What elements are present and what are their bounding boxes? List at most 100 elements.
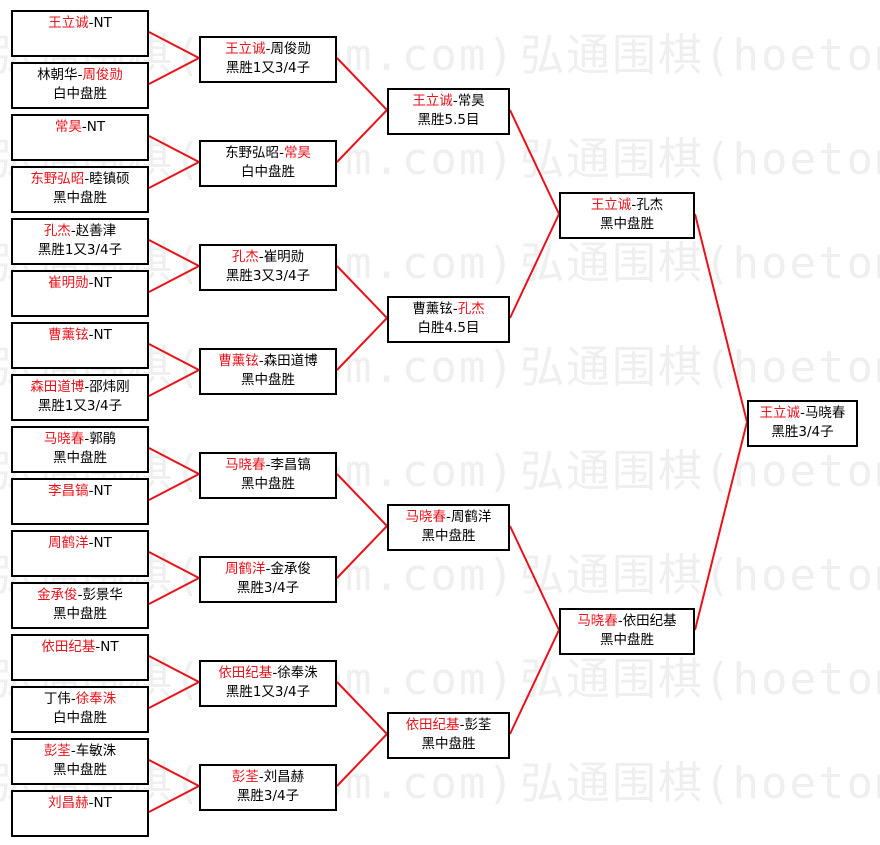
separator: - — [88, 483, 94, 499]
bracket-connector — [336, 317, 388, 371]
player-2: NT — [86, 119, 106, 135]
match-result: 黑中盘胜 — [421, 736, 476, 752]
player-2: 徐奉洙 — [75, 691, 117, 707]
player-1: 依田纪基 — [41, 639, 96, 655]
player-1: 马晓春 — [577, 613, 618, 629]
match-box: 马晓春-李昌镐黑中盘胜 — [199, 452, 337, 499]
player-2: NT — [93, 483, 112, 499]
separator: - — [84, 431, 90, 447]
separator: - — [265, 41, 271, 57]
separator: - — [81, 119, 87, 135]
match-result: 黑中盘胜 — [241, 372, 295, 388]
match-box: 刘昌赫-NT — [11, 790, 149, 837]
player-2: 彭景华 — [82, 587, 123, 603]
bracket-connector — [509, 525, 560, 631]
match-players: 孔杰-崔明勋 — [201, 248, 335, 267]
separator: - — [70, 223, 76, 239]
bracket-connector — [148, 681, 200, 709]
bracket-connector — [148, 577, 200, 605]
match-box: 崔明勋-NT — [11, 270, 149, 317]
match-box: 王立诚-孔杰黑中盘胜 — [559, 192, 695, 239]
player-2: 马晓春 — [804, 405, 846, 421]
player-2: 周俊勋 — [82, 67, 123, 83]
match-box: 彭荃-刘昌赫黑胜3/4子 — [199, 764, 337, 811]
match-box: 马晓春-郭鹃黑中盘胜 — [11, 426, 149, 473]
separator: - — [617, 613, 623, 629]
player-2: NT — [93, 275, 112, 291]
separator: - — [631, 197, 637, 213]
separator: - — [88, 327, 94, 343]
player-2: 周俊勋 — [270, 41, 311, 57]
bracket-connector — [148, 473, 200, 501]
bracket-connector — [509, 109, 560, 215]
separator: - — [84, 379, 90, 395]
player-1: 彭荃 — [231, 769, 259, 785]
match-box: 李昌镐-NT — [11, 478, 149, 525]
match-result: 白中盘胜 — [241, 164, 295, 180]
match-result: 黑胜1又3/4子 — [37, 242, 123, 258]
match-box: 王立诚-常昊黑胜5.5目 — [387, 88, 510, 135]
match-box: 王立诚-周俊勋黑胜1又3/4子 — [199, 36, 337, 83]
match-result: 黑胜5.5目 — [417, 112, 480, 128]
watermark: 弘通围棋(hoetom.com) — [520, 342, 880, 393]
match-players: 李昌镐-NT — [13, 482, 147, 501]
bracket-connector — [148, 369, 200, 397]
player-1: 王立诚 — [412, 93, 453, 109]
separator: - — [452, 301, 458, 317]
player-1: 马晓春 — [43, 431, 85, 447]
player-2: NT — [100, 639, 119, 655]
player-1: 常昊 — [54, 119, 82, 135]
player-1: 曹薰铉 — [218, 353, 259, 369]
match-result: 黑胜3/4子 — [236, 580, 300, 596]
match-players: 依田纪基-NT — [13, 638, 147, 657]
match-box: 依田纪基-NT — [11, 634, 149, 681]
match-box: 常昊-NT — [11, 114, 149, 161]
player-2: NT — [93, 327, 112, 343]
separator: - — [258, 249, 264, 265]
match-result: 黑胜1又3/4子 — [225, 684, 311, 700]
match-players: 丁伟-徐奉洙 — [13, 690, 147, 709]
bracket-connector — [336, 473, 388, 527]
match-players: 孔杰-赵善津 — [13, 222, 147, 241]
player-2: 金承俊 — [270, 561, 311, 577]
separator: - — [88, 275, 94, 291]
match-players: 周鹤洋-NT — [13, 534, 147, 553]
separator: - — [88, 535, 94, 551]
match-box: 曹薰铉-孔杰白胜4.5目 — [387, 296, 510, 343]
match-players: 东野弘昭-睦镇硕 — [13, 170, 147, 189]
player-1: 曹薰铉 — [48, 327, 89, 343]
separator: - — [279, 145, 284, 161]
match-result: 黑胜3/4子 — [771, 424, 834, 440]
match-result: 白胜4.5目 — [417, 320, 480, 336]
match-box: 东野弘昭-睦镇硕黑中盘胜 — [11, 166, 149, 213]
bracket-connector — [509, 629, 560, 735]
match-box: 彭荃-车敏洙黑中盘胜 — [11, 738, 149, 785]
player-2: 周鹤洋 — [450, 509, 492, 525]
match-box: 曹薰铉-森田道博黑中盘胜 — [199, 348, 337, 395]
separator: - — [446, 509, 451, 525]
player-1: 马晓春 — [405, 509, 447, 525]
player-2: 依田纪基 — [622, 613, 677, 629]
player-2: 彭荃 — [464, 717, 492, 733]
match-players: 东野弘昭-常昊 — [201, 144, 335, 163]
player-1: 东野弘昭 — [30, 171, 85, 187]
player-1: 曹薰铉 — [412, 301, 453, 317]
player-1: 金承俊 — [37, 587, 78, 603]
separator: - — [258, 769, 264, 785]
match-players: 林朝华-周俊勋 — [13, 66, 147, 85]
match-box: 马晓春-依田纪基黑中盘胜 — [559, 608, 695, 655]
match-result: 黑中盘胜 — [53, 190, 107, 206]
match-box: 周鹤洋-NT — [11, 530, 149, 577]
player-2: 常昊 — [457, 93, 485, 109]
bracket-connector — [148, 655, 200, 683]
player-2: 邵炜刚 — [89, 379, 130, 395]
match-result: 白中盘胜 — [53, 86, 107, 102]
bracket-connector — [336, 733, 388, 787]
match-result: 黑中盘胜 — [53, 606, 107, 622]
match-players: 王立诚-NT — [13, 14, 147, 33]
match-result: 黑胜3/4子 — [236, 788, 300, 804]
match-players: 刘昌赫-NT — [13, 794, 147, 813]
match-players: 周鹤洋-金承俊 — [201, 560, 335, 579]
match-players: 马晓春-郭鹃 — [13, 430, 147, 449]
